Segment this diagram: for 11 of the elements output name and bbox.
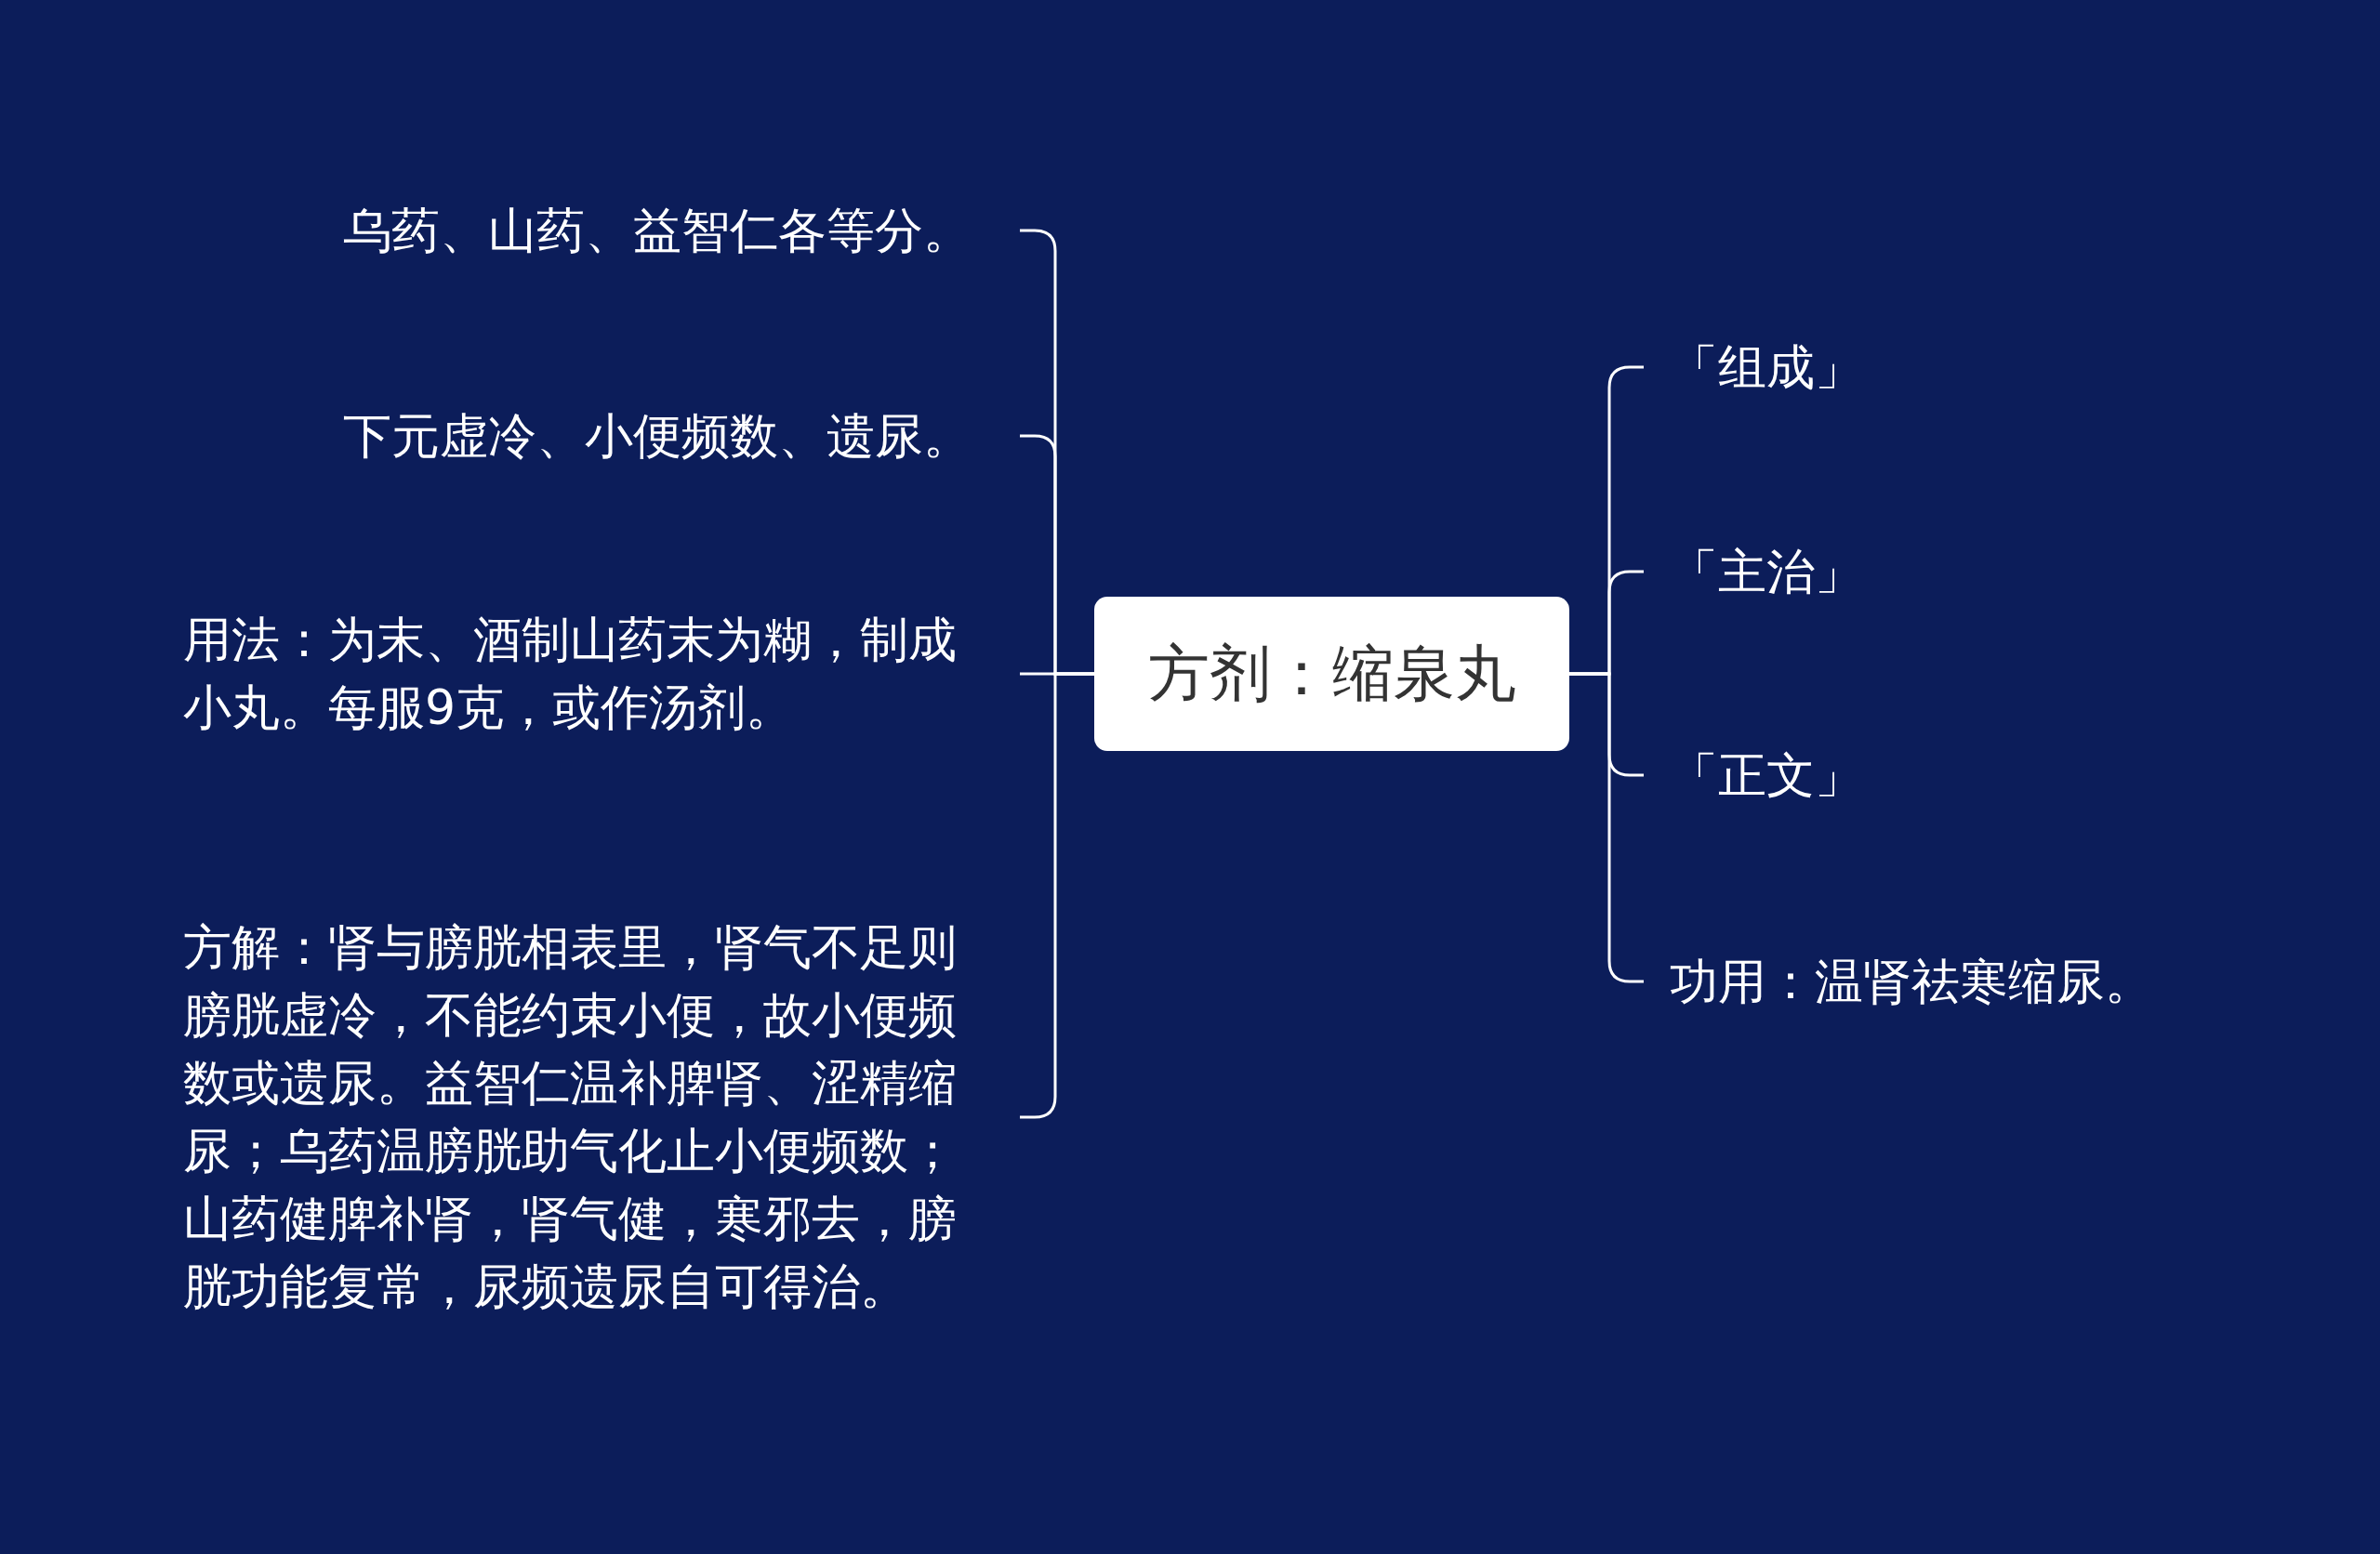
connector-line [1569,672,1644,983]
branch-topic: 方解：肾与膀胱相表里，肾气不足则膀胱虚冷，不能约束小便，故小便频数或遗尿。益智仁温补脾肾、涩精缩尿；乌药温膀胱助气化止小便频数；山药健脾补肾，肾气健，寒邪去，膀胱功能复常，尿频遗尿自可得治。 [183,914,1020,1321]
branch-topic: 「正文」 [1644,741,1863,810]
branch-topic: 下元虚冷、小便频数、遗尿。 [343,402,1020,470]
branch-topic: 用法：为末、酒制山药末为糊，制成小丸。每服9克，或作汤剂。 [183,606,1020,742]
branch-topic: 乌药、山药、益智仁各等分。 [343,196,1020,265]
central-topic: 方剂：缩泉丸 [1094,597,1569,751]
branch-topic: 功用：温肾祛寒缩尿。 [1644,947,2153,1016]
connector-line [1020,672,1094,1119]
branch-topic: 「主治」 [1644,537,1863,606]
branch-topic: 「组成」 [1644,333,1863,402]
